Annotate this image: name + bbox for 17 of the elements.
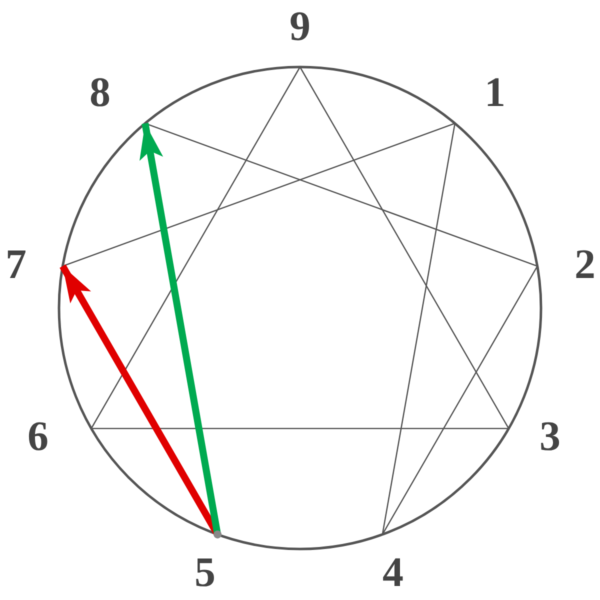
- point-number: 1: [484, 72, 506, 114]
- point-number: 9: [290, 6, 310, 48]
- connector-line: [90, 66, 301, 429]
- point-number: 8: [90, 72, 110, 114]
- connector-line: [144, 122, 538, 267]
- point-number: 6: [28, 416, 48, 458]
- point-number: 2: [574, 244, 596, 286]
- connector-line: [382, 266, 538, 535]
- connector-line: [382, 123, 456, 535]
- point-number: 4: [382, 552, 404, 594]
- point-number: 5: [194, 552, 216, 594]
- point-number: 3: [540, 416, 560, 458]
- connector-line: [299, 66, 510, 429]
- connector-line: [62, 122, 456, 267]
- arrow: [140, 122, 222, 536]
- connector-line: [91, 428, 509, 430]
- point-number: 7: [6, 244, 26, 286]
